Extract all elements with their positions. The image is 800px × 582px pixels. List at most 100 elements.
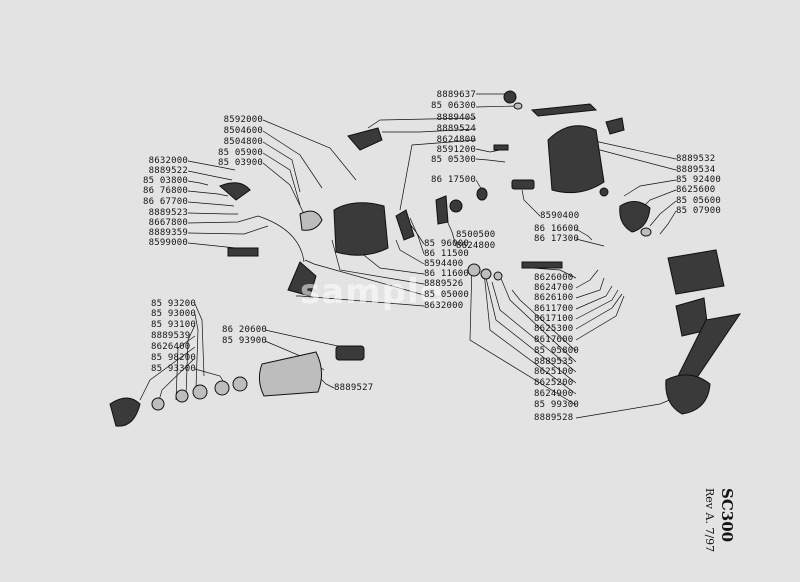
body-housing-part	[333, 202, 389, 256]
bail-washer-part	[513, 102, 523, 110]
part-label: 85 03900	[218, 158, 263, 168]
handle-shaft-part	[257, 215, 305, 263]
body-cover-part	[299, 210, 323, 231]
part-label: 85 05800	[534, 346, 579, 356]
part-label: 8624800	[436, 135, 476, 145]
part-label: 85 07900	[676, 206, 721, 216]
part-label: 85 99300	[534, 400, 579, 410]
part-label: 85 05900	[218, 148, 263, 158]
part-label: 8500500	[456, 230, 496, 240]
clamp-plate-part	[347, 127, 383, 151]
part-label: 8625300	[534, 324, 574, 334]
drag-disc-c-part	[214, 380, 230, 396]
drag-disc-d-part	[232, 376, 248, 392]
part-label: 8889526	[424, 279, 464, 289]
part-label: 8632000	[148, 156, 188, 166]
model-title: SC300	[718, 488, 736, 543]
main-shaft-part	[521, 261, 563, 269]
part-label: 8594400	[424, 259, 464, 269]
part-label: 85 98200	[151, 353, 196, 363]
part-label: 8626400	[151, 342, 191, 352]
part-label: 8889528	[534, 413, 574, 423]
part-label: 8504800	[223, 137, 263, 147]
part-label: 8617600	[534, 335, 574, 345]
foot-part	[287, 261, 317, 297]
part-label: 8889637	[436, 90, 476, 100]
drag-disc-b-part	[192, 384, 208, 400]
part-label: 85 92400	[676, 175, 721, 185]
spool-part	[258, 351, 322, 397]
part-label: 85 96000	[424, 239, 469, 249]
part-label: 85 05300	[431, 155, 476, 165]
part-label: 8624700	[534, 283, 574, 293]
part-label: 86 17500	[431, 175, 476, 185]
shaft-washer-b-part	[480, 268, 492, 280]
part-label: 8625100	[534, 367, 574, 377]
part-label: 8667800	[148, 218, 188, 228]
part-label: 85 05600	[676, 196, 721, 206]
part-label: 8590400	[540, 211, 580, 221]
part-label: 85 05000	[424, 290, 469, 300]
leader-lines	[139, 93, 685, 419]
part-label: 8592000	[223, 115, 263, 125]
part-label: 86 20600	[222, 325, 267, 335]
pinion-gear-part	[619, 201, 651, 233]
part-label: 85 93100	[151, 320, 196, 330]
part-label: 8599000	[148, 238, 188, 248]
anti-reverse-lever-part	[219, 182, 251, 201]
cam-part	[395, 209, 415, 241]
part-label: 8889532	[676, 154, 716, 164]
part-label: 86 11600	[424, 269, 469, 279]
bail-arm-part	[530, 103, 598, 117]
part-label: 8625200	[534, 378, 574, 388]
part-label: 8611700	[534, 304, 574, 314]
drag-knob-part	[109, 397, 141, 427]
part-label: 85 03800	[143, 176, 188, 186]
part-label: 8889523	[148, 208, 188, 218]
part-label: 86 76800	[143, 186, 188, 196]
rotor-part	[547, 125, 605, 194]
bail-knob-part	[503, 90, 517, 104]
part-label: 85 93300	[151, 364, 196, 374]
part-label: 8889539	[151, 331, 191, 341]
pinion-washer-part	[640, 227, 652, 237]
handle-grip-part	[665, 374, 711, 415]
watermark: sample	[300, 272, 444, 312]
spool-shaft-part	[335, 345, 365, 361]
part-label: 8889527	[334, 383, 374, 393]
rotor-nut-part	[599, 187, 609, 197]
drag-washer-part	[151, 397, 165, 411]
part-label: 86 16600	[534, 224, 579, 234]
model-revision: Rev A. 7/97	[703, 488, 716, 553]
drag-disc-a-part	[175, 389, 189, 403]
shaft-washer-c-part	[493, 271, 503, 281]
part-label: 8632000	[424, 301, 464, 311]
part-label: 8626000	[534, 273, 574, 283]
part-label: 86 17300	[534, 234, 579, 244]
part-label: 8889534	[676, 165, 716, 175]
line-roller-part	[511, 179, 535, 190]
part-label: 85 93900	[222, 336, 267, 346]
part-label: 86 67700	[143, 197, 188, 207]
shaft-washer-a-part	[467, 263, 481, 277]
part-label: 8889405	[436, 113, 476, 123]
side-plate-part	[667, 249, 725, 295]
rotor-screw-part	[605, 117, 625, 135]
part-label: 85 93000	[151, 309, 196, 319]
part-label: 8626100	[534, 293, 574, 303]
part-label: 85 06300	[431, 101, 476, 111]
part-label: 8617100	[534, 314, 574, 324]
roller-washer-part	[476, 187, 488, 201]
part-label: 85 93200	[151, 299, 196, 309]
part-label: 8889535	[534, 357, 574, 367]
part-label: 8624800	[456, 241, 496, 251]
part-label: 8504600	[223, 126, 263, 136]
drive-shaft-part	[227, 247, 259, 257]
gear-bushing-part	[449, 199, 463, 213]
part-label: 8889522	[148, 166, 188, 176]
reel-parts	[109, 90, 742, 427]
part-label: 8624900	[534, 389, 574, 399]
part-label: 86 11500	[424, 249, 469, 259]
